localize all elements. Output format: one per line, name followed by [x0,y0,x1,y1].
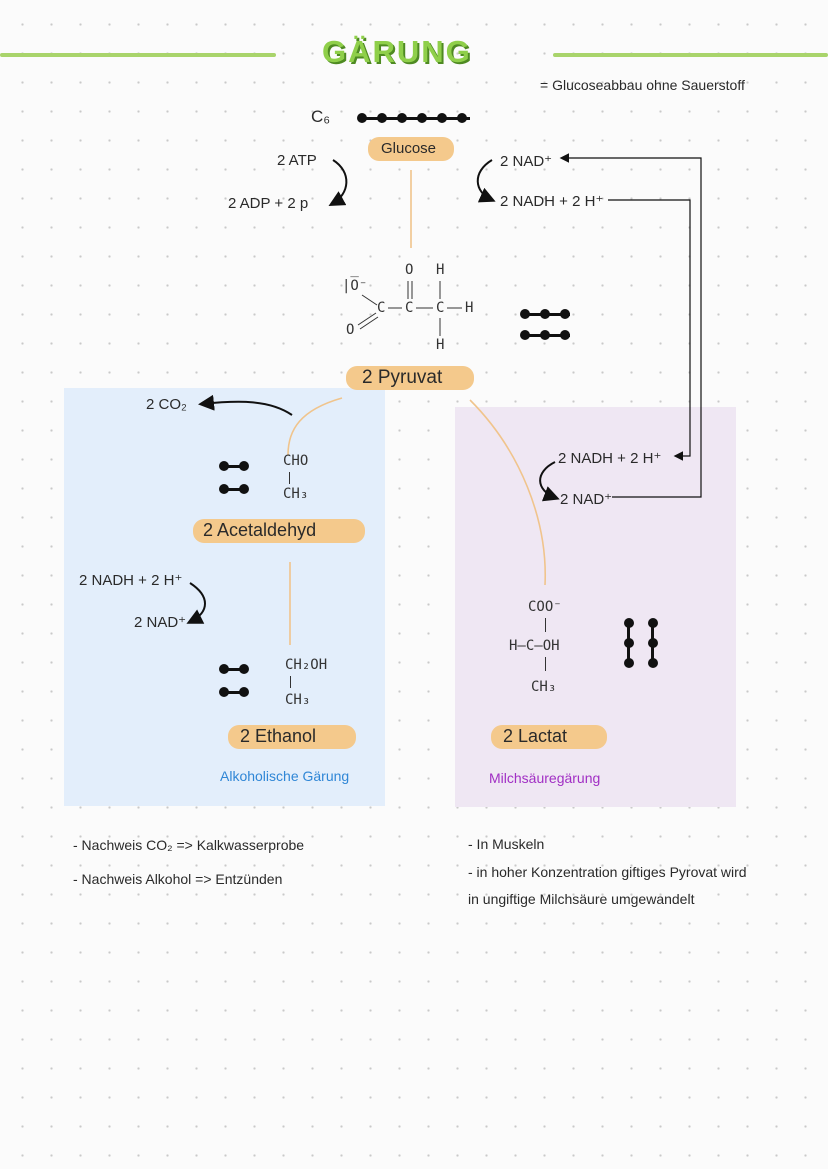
alcohol-panel-label: Alkoholische Gärung [220,768,350,784]
lactate-middle: H—C—OH [509,638,560,654]
page-title: GÄRUNG [322,34,472,69]
lactate-ch3: CH₃ [531,679,557,695]
alcohol-nadh-label: 2 NADH + 2 H⁺ [79,572,183,589]
nad-return-line [559,153,702,498]
pyruvate-highlight [346,366,474,390]
pyruvate-h-top: H [436,262,445,278]
pyruvate-o-top: O [405,262,414,278]
nad-label: 2 NAD⁺ [500,153,553,170]
acetaldehyde-ch3: CH₃ [283,486,309,502]
acetaldehyde-bond [289,472,290,484]
ethanol-highlight [228,725,356,749]
note-left-2: - Nachweis Alkohol => Entzünden [73,871,283,887]
pyruvate-h-right: H [465,300,474,316]
nadh-loop-line [608,199,691,461]
glucose-label: Glucose [381,140,437,157]
atp-label: 2 ATP [277,152,317,169]
ethanol-label: 2 Ethanol [240,726,317,746]
ethanol-bond [290,676,291,688]
lactic-nadh-arrow [539,461,560,502]
lactate-bond-bottom [545,657,546,671]
lactic-nadh-label: 2 NADH + 2 H⁺ [558,450,662,467]
pyruvate-label: 2 Pyruvat [362,367,443,388]
pyruvate-c3: C [436,300,445,316]
nadh-label: 2 NADH + 2 H⁺ [500,193,604,210]
acetaldehyde-highlight [193,519,365,543]
co2-label: 2 CO₂ [146,396,187,413]
acetaldehyde-label: 2 Acetaldehyd [203,520,317,540]
header-rule-right [553,53,828,57]
alcohol-nadh-arrow [186,582,206,624]
pyruvate-acetaldehyde-connector [287,397,343,456]
pyruvate-o-minus: |O̅⁻ [342,278,368,294]
lactate-label: 2 Lactat [503,726,568,746]
pyruvate-lactate-connector [469,399,546,586]
note-right-1: - In Muskeln [468,836,545,852]
co2-arrow [198,394,293,416]
note-right-2: - in hoher Konzentration giftiges Pyrova… [468,864,747,880]
lactate-bond-top [545,618,546,632]
adp-label: 2 ADP + 2 p [228,195,309,212]
c6-label: C₆ [311,107,331,126]
alcohol-nad-label: 2 NAD⁺ [134,614,187,631]
glucose-highlight [368,137,454,161]
page-subtitle: = Glucoseabbau ohne Sauerstoff [540,77,745,93]
note-left-1: - Nachweis CO₂ => Kalkwasserprobe [73,837,305,853]
pyruvate-c2: C [405,300,414,316]
ethanol-ch2oh: CH₂OH [285,657,328,673]
atp-arrow [328,159,348,206]
lactate-highlight [491,725,607,749]
lactate-coo: COO⁻ [528,599,562,615]
pyruvate-o-left: O [346,322,355,338]
nad-curve-arrow [476,159,496,203]
ethanol-ch3: CH₃ [285,692,311,708]
pyruvate-c1: C [377,300,386,316]
acetaldehyde-cho: CHO [283,453,309,469]
lactic-panel-label: Milchsäuregärung [489,770,601,786]
lactic-nad-label: 2 NAD⁺ [560,491,613,508]
header-rule-left [0,53,276,57]
pyruvate-h-bottom: H [436,337,445,353]
note-right-3: in ungiftige Milchsäure umgewandelt [468,891,695,907]
